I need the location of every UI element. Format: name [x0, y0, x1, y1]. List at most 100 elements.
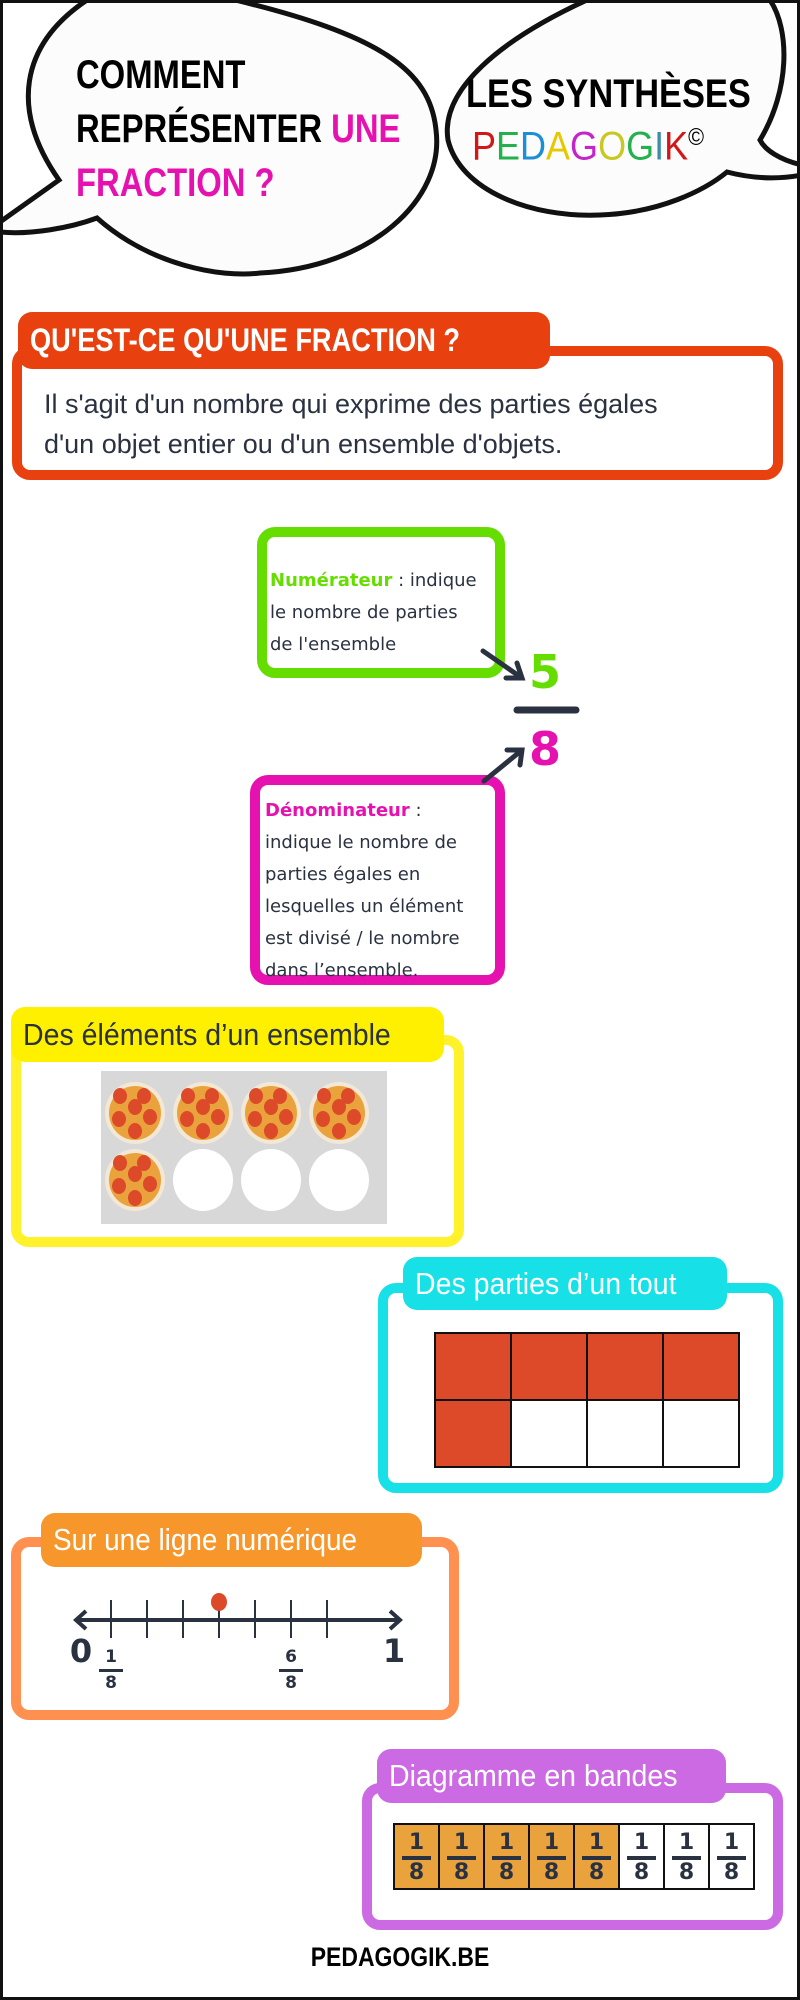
- brand-letter: K: [664, 124, 689, 169]
- fraction-denominator: 8: [588, 1860, 605, 1885]
- definition-line: d'un objet entier ou d'un ensemble d'obj…: [44, 429, 563, 459]
- pizza-empty: [241, 1149, 301, 1211]
- pepperoni: [279, 1109, 293, 1125]
- brand-logo: PEDAGOGIK©: [472, 124, 704, 169]
- fraction-bar: [717, 1856, 746, 1860]
- numerator-arrow-icon: [480, 648, 526, 681]
- ensemble-title: Des éléments d’un ensemble: [23, 1016, 391, 1052]
- tout-tab: Des parties d’un tout: [403, 1257, 727, 1310]
- fraction-denominator: 8: [723, 1860, 740, 1885]
- pepperoni: [264, 1123, 278, 1139]
- ensemble-box: [11, 1035, 464, 1247]
- fraction-bar: [582, 1856, 611, 1860]
- pepperoni: [128, 1190, 142, 1206]
- pizza-full: [173, 1082, 233, 1144]
- numerator-desc: de l'ensemble: [270, 634, 397, 655]
- fraction-denominator: 8: [453, 1860, 470, 1885]
- part-filled: [434, 1332, 512, 1401]
- pizza-set: [101, 1071, 387, 1224]
- denominator-arrow-icon: [481, 747, 525, 784]
- brand-title: LES SYNTHÈSES: [466, 72, 751, 116]
- brand-speech-bubble: [444, 0, 800, 218]
- numerator-desc: le nombre de parties: [270, 602, 458, 623]
- footer-site: PEDAGOGIK.BE: [310, 1942, 490, 1972]
- bandes-tab: Diagramme en bandes: [377, 1749, 726, 1803]
- pizza-empty: [173, 1149, 233, 1211]
- pepperoni: [264, 1099, 278, 1115]
- definition-title: QU'EST-CE QU'UNE FRACTION ?: [30, 322, 461, 358]
- speech-bubbles: [0, 0, 800, 277]
- denominator-desc: :: [409, 800, 422, 821]
- pepperoni: [113, 1088, 127, 1104]
- page-title: COMMENT REPRÉSENTER UNE FRACTION ?: [76, 48, 472, 210]
- pepperoni: [180, 1111, 194, 1127]
- bandes-title: Diagramme en bandes: [389, 1758, 678, 1793]
- tout-title: Des parties d’un tout: [415, 1265, 677, 1301]
- pepperoni: [211, 1109, 225, 1125]
- fraction-numerator: 1: [723, 1830, 740, 1855]
- denominator-box: Dénominateur : indique le nombre de part…: [250, 775, 505, 985]
- denominator-text: Dénominateur : indique le nombre de part…: [265, 795, 463, 987]
- fraction-denominator: 8: [285, 1673, 297, 1693]
- fraction-denominator: 8: [543, 1860, 560, 1885]
- fraction-denominator: 8: [678, 1860, 695, 1885]
- definition-line: Il s'agit d'un nombre qui exprime des pa…: [44, 389, 658, 419]
- fraction-denominator: 8: [105, 1673, 117, 1693]
- denominator-desc: dans l’ensemble.: [265, 960, 419, 981]
- title-highlight: UNE: [331, 107, 401, 151]
- brand-letter: G: [570, 124, 599, 169]
- title-line-2: REPRÉSENTER UNE: [76, 102, 400, 156]
- denominator-desc: lesquelles un élément: [265, 896, 464, 917]
- pepperoni: [341, 1088, 355, 1104]
- pizza-full: [105, 1082, 165, 1144]
- denominator-desc: est divisé / le nombre: [265, 928, 460, 949]
- pepperoni: [347, 1109, 361, 1125]
- title-word: REPRÉSENTER: [76, 107, 323, 151]
- numerator-value: 5: [528, 645, 561, 699]
- brand-letter: D: [520, 124, 547, 169]
- ensemble-tab: Des éléments d’un ensemble: [11, 1007, 444, 1062]
- fraction-denominator: 8: [633, 1860, 650, 1885]
- numerator-desc: : indique: [392, 570, 477, 591]
- number-line-end: 1: [382, 1632, 406, 1670]
- pepperoni: [128, 1099, 142, 1115]
- pepperoni: [143, 1176, 157, 1192]
- fraction-numerator: 1: [105, 1647, 117, 1667]
- denominator-term: Dénominateur: [265, 800, 410, 821]
- pizza-full: [241, 1082, 301, 1144]
- brand-letter: G: [626, 124, 655, 169]
- copyright-mark: ©: [688, 124, 705, 151]
- pepperoni: [317, 1088, 331, 1104]
- fraction-bar: [492, 1856, 521, 1860]
- pepperoni: [112, 1178, 126, 1194]
- pepperoni: [143, 1109, 157, 1125]
- pepperoni: [248, 1111, 262, 1127]
- definition-tab: QU'EST-CE QU'UNE FRACTION ?: [18, 312, 550, 369]
- title-line-1: COMMENT: [76, 53, 246, 97]
- brand-letter: I: [654, 124, 665, 169]
- fraction-numerator: 1: [453, 1830, 470, 1855]
- title-speech-bubble: [0, 0, 440, 277]
- numerator-text: Numérateur : indique le nombre de partie…: [270, 565, 477, 661]
- brand-letter: P: [472, 124, 497, 169]
- part-empty: [510, 1399, 588, 1468]
- pepperoni: [113, 1155, 127, 1171]
- ligne-tab: Sur une ligne numérique: [41, 1513, 422, 1567]
- pepperoni: [128, 1166, 142, 1182]
- number-line-point: [211, 1593, 227, 1611]
- fraction-numerator: 1: [633, 1830, 650, 1855]
- fraction-numerator: 1: [498, 1830, 515, 1855]
- pepperoni: [205, 1088, 219, 1104]
- numerator-term: Numérateur: [270, 570, 393, 591]
- fraction-numerator: 6: [285, 1647, 297, 1667]
- ligne-title: Sur une ligne numérique: [53, 1522, 358, 1557]
- fraction-bar: [672, 1856, 701, 1860]
- pepperoni: [332, 1123, 346, 1139]
